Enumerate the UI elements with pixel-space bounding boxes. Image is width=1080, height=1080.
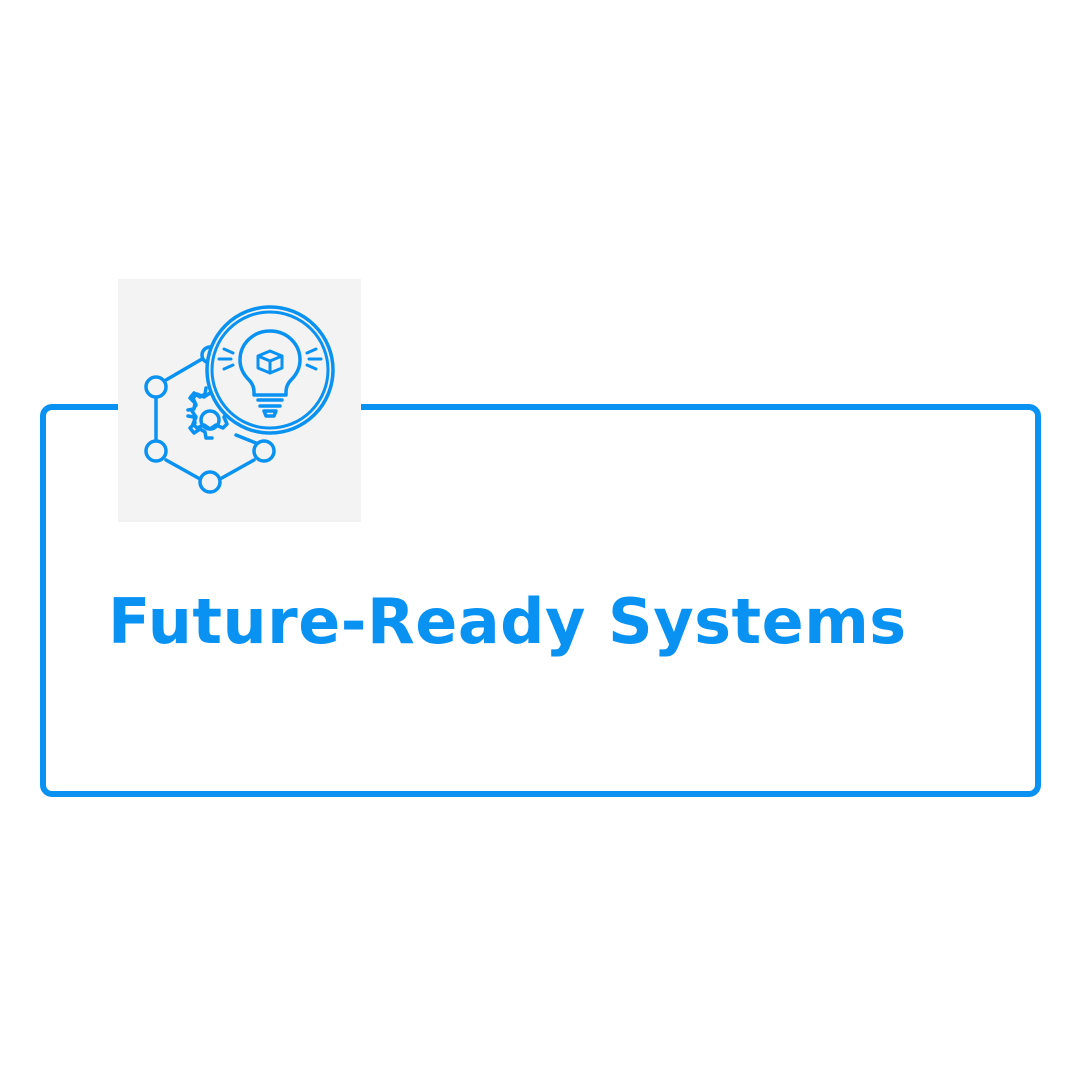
network-nodes [144, 345, 276, 494]
network-links [154, 357, 258, 481]
card-title: Future-Ready Systems [108, 585, 907, 658]
cube-icon [256, 349, 284, 375]
icon-tile [118, 279, 361, 522]
light-rays-icon [217, 347, 323, 371]
lightbulb-icon [238, 329, 302, 418]
innovation-network-icon [144, 305, 335, 494]
